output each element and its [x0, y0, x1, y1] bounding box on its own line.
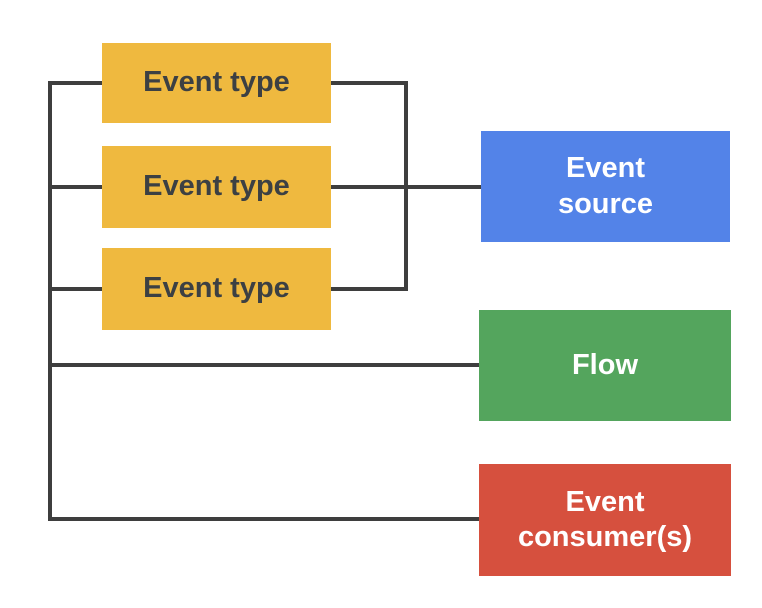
node-event-consumers-label: Event consumer(s)	[517, 485, 693, 553]
node-event-type-3-label: Event type	[143, 272, 290, 305]
connector-event-type-3-to-right-bus	[331, 287, 408, 291]
connector-left-to-event-type-1	[48, 81, 102, 85]
node-event-type-1-label: Event type	[143, 66, 290, 99]
node-event-source: Event source	[481, 131, 730, 242]
connector-left-to-event-consumers	[48, 517, 479, 521]
node-flow-label: Flow	[571, 348, 639, 381]
connector-event-type-1-to-right-bus	[331, 81, 408, 85]
node-event-type-2: Event type	[102, 146, 331, 228]
node-event-type-3: Event type	[102, 248, 331, 330]
node-event-type-1: Event type	[102, 43, 331, 123]
node-event-type-2-label: Event type	[143, 170, 290, 203]
node-flow: Flow	[479, 310, 731, 421]
node-event-source-label: Event source	[557, 152, 654, 220]
node-event-consumers: Event consumer(s)	[479, 464, 731, 576]
connector-left-to-flow	[48, 363, 479, 367]
connector-left-to-event-type-3	[48, 287, 102, 291]
connector-left-bus	[48, 81, 52, 521]
connector-left-to-event-type-2	[48, 185, 102, 189]
connector-event-type-2-to-event-source	[331, 185, 481, 189]
